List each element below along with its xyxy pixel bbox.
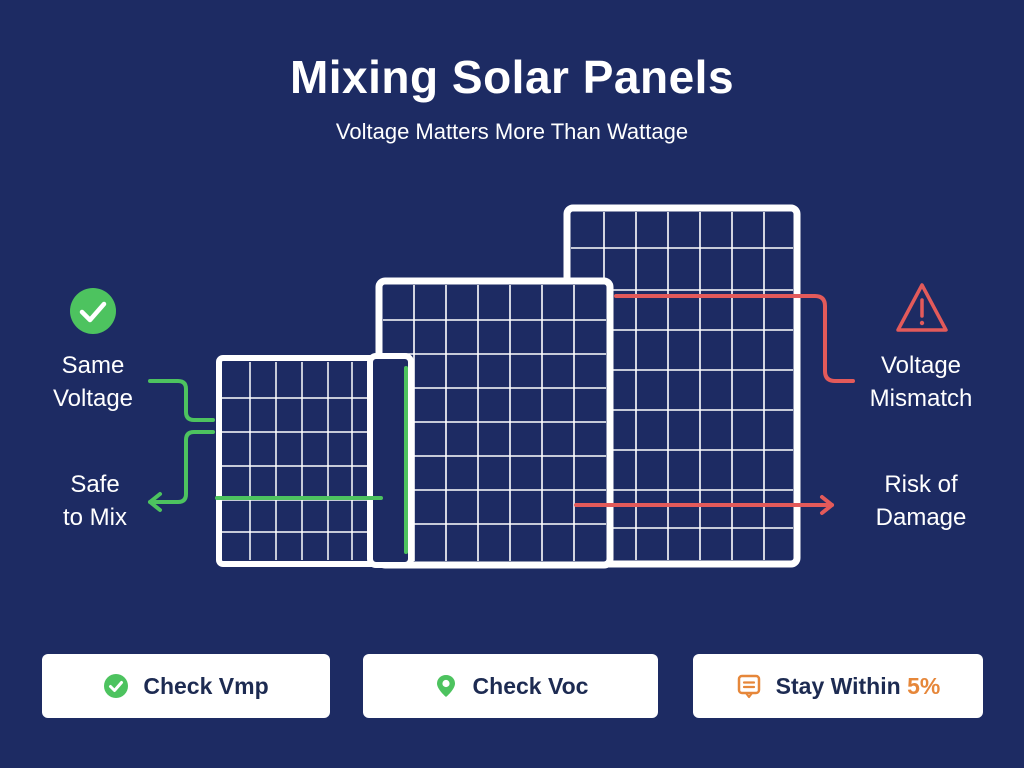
page-title: Mixing Solar Panels — [289, 51, 735, 103]
page-subtitle: Voltage Matters More Than Wattage — [335, 119, 689, 144]
safe-to-mix-label: Safe to Mix — [42, 468, 148, 534]
location-pin-icon — [433, 673, 459, 699]
voltage-mismatch-line2: Mismatch — [869, 385, 973, 412]
voltage-mismatch-line1: Voltage — [880, 352, 962, 379]
note-icon — [736, 673, 762, 699]
check-voc-label: Check Voc — [472, 672, 589, 699]
stay-within-prefix: Stay Within — [775, 672, 908, 699]
check-circle-icon — [103, 673, 129, 699]
small-solar-panel — [216, 355, 382, 567]
same-voltage-label: Same Voltage — [40, 349, 146, 415]
risk-of-damage-line2: Damage — [875, 504, 967, 531]
safe-to-mix-line1: Safe — [70, 471, 120, 498]
check-vmp-card[interactable]: Check Vmp — [42, 654, 330, 718]
safe-connection-lines — [148, 366, 408, 554]
same-voltage-line1: Same — [61, 352, 125, 379]
warning-triangle-icon — [896, 283, 948, 332]
check-vmp-label: Check Vmp — [143, 672, 269, 699]
mismatch-connection-lines — [574, 294, 855, 515]
stay-within-label: Stay Within 5% — [776, 673, 941, 700]
check-circle-icon — [70, 288, 116, 334]
connector-panel — [367, 353, 414, 568]
risk-of-damage-label: Risk of Damage — [858, 468, 984, 534]
stay-within-percent: 5% — [907, 672, 941, 699]
voltage-mismatch-label: Voltage Mismatch — [858, 349, 984, 415]
risk-of-damage-line1: Risk of — [884, 471, 958, 498]
safe-to-mix-line2: to Mix — [62, 504, 127, 531]
check-voc-card[interactable]: Check Voc — [363, 654, 658, 718]
stay-within-card[interactable]: Stay Within 5% — [693, 654, 983, 718]
same-voltage-line2: Voltage — [52, 385, 134, 412]
